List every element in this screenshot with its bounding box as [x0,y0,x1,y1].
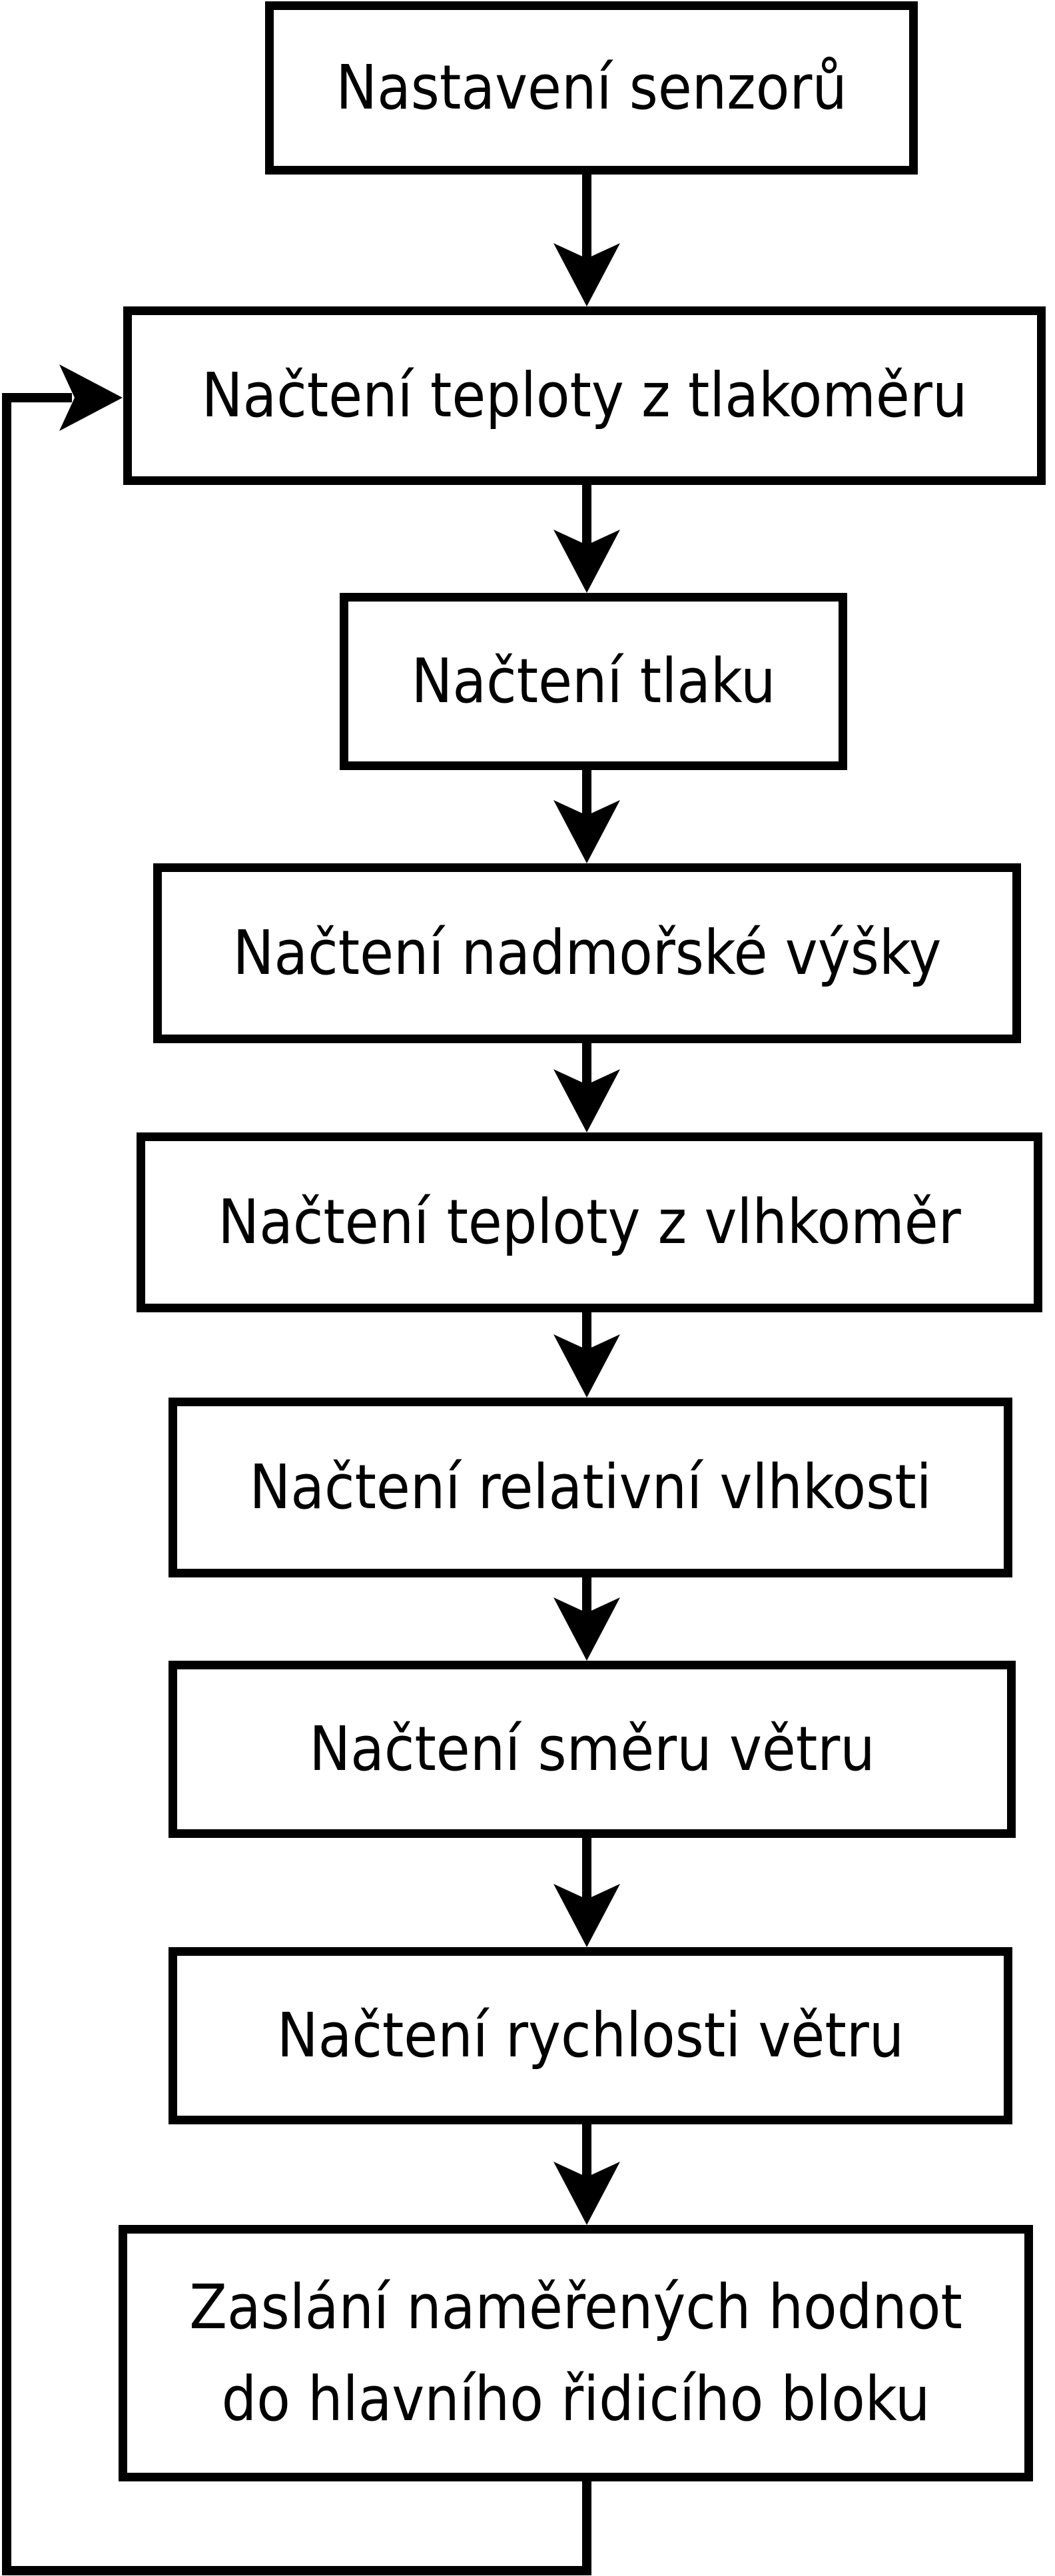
node-read-altitude: Načtení nadmořské výšky [153,863,1021,1043]
node-read-wind-direction: Načtení směru větru [169,1661,1016,1838]
arrow-down-icon [553,1884,620,1947]
node-label: Načtení teploty z tlakoměru [201,360,968,431]
arrow-down-icon [553,243,620,306]
node-read-pressure: Načtení tlaku [340,593,847,770]
loop-connector-line [2,393,591,2575]
node-label: Načtení teploty z vlhkoměr [218,1186,961,1258]
node-label: Načtení směru větru [309,1713,875,1785]
node-read-temperature-barometer: Načtení teploty z tlakoměru [123,306,1046,485]
arrow-down-icon [553,2162,620,2225]
node-label: Načtení nadmořské výšky [232,917,942,989]
node-label-line-1: Zaslání naměřených hodnot [189,2271,962,2343]
arrow-down-icon [553,1597,620,1661]
node-sensor-setup: Nastavení senzorů [265,1,918,175]
node-label: Načtení relativní vlhkosti [249,1452,932,1523]
node-label-line-2: do hlavního řidicího bloku [221,2363,930,2435]
arrow-down-icon [553,1334,620,1398]
node-read-temperature-hygrometer: Načtení teploty z vlhkoměr [137,1132,1042,1312]
node-read-relative-humidity: Načtení relativní vlhkosti [169,1398,1012,1577]
node-label: Načtení rychlosti větru [276,2000,904,2071]
arrow-down-icon [553,800,620,863]
arrow-right-icon [59,364,123,431]
node-send-measured-values: Zaslání naměřených hodnot do hlavního ři… [119,2225,1033,2481]
arrow-down-icon [553,1069,620,1132]
node-label: Nastavení senzorů [336,52,847,123]
arrow-down-icon [553,530,620,593]
node-label: Načtení tlaku [411,645,776,717]
node-read-wind-speed: Načtení rychlosti větru [169,1947,1012,2124]
